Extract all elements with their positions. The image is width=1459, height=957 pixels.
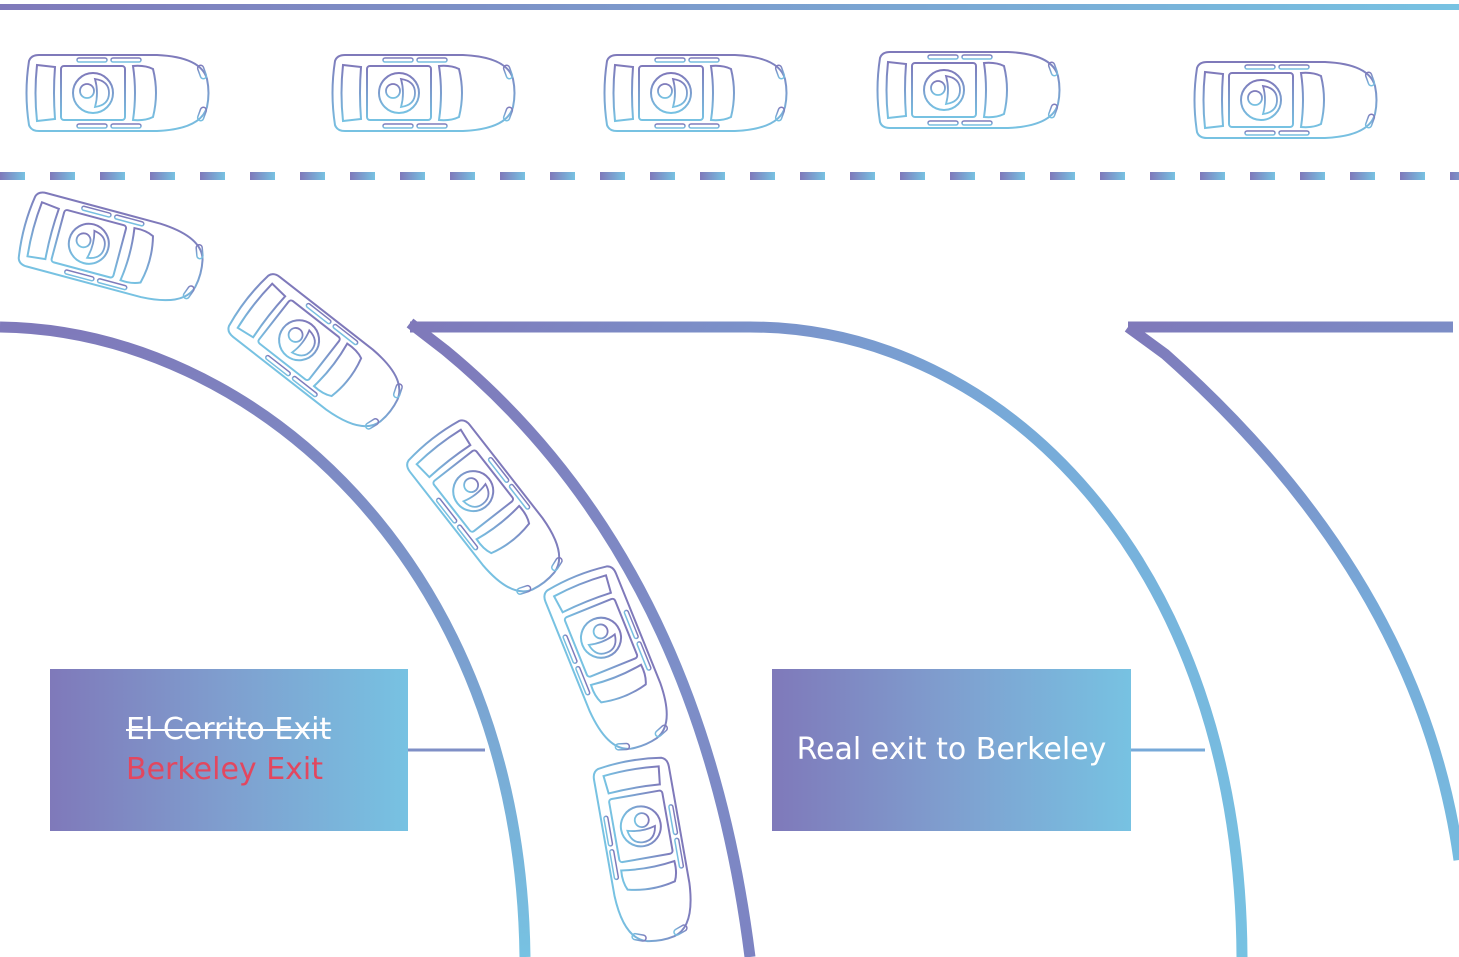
real-exit-ramp-edge xyxy=(1124,321,1459,861)
car-icon xyxy=(218,263,419,448)
highway-top-edge xyxy=(0,4,1459,10)
lane-dash xyxy=(1400,172,1425,180)
car-icon xyxy=(584,752,706,949)
exit-ramp-outer-edge-inner xyxy=(410,321,1248,957)
new-exit-label: Berkeley Exit xyxy=(126,752,324,787)
exit-sign-real: Real exit to Berkeley xyxy=(772,669,1131,831)
lane-dash xyxy=(1050,172,1075,180)
car-icon xyxy=(25,48,210,138)
lane-dash xyxy=(850,172,875,180)
lane-dash xyxy=(350,172,375,180)
lane-dash xyxy=(650,172,675,180)
highway-cars xyxy=(25,45,1378,145)
lane-dash xyxy=(100,172,125,180)
car-icon xyxy=(331,48,516,138)
lane-dash xyxy=(1000,172,1025,180)
exit-ramp-outer-edge xyxy=(406,318,756,957)
lane-divider-dashed xyxy=(0,172,1459,180)
exit-sign-el-cerrito: El Cerrito Exit Berkeley Exit xyxy=(50,669,408,831)
lane-dash xyxy=(50,172,75,180)
lane-dash xyxy=(150,172,175,180)
car-icon xyxy=(603,48,788,138)
car-icon xyxy=(876,45,1061,135)
lane-dash xyxy=(200,172,225,180)
lane-dash xyxy=(0,172,25,180)
lane-dash xyxy=(800,172,825,180)
lane-dash xyxy=(900,172,925,180)
exiting-cars xyxy=(12,183,706,949)
lane-dash xyxy=(950,172,975,180)
old-exit-label: El Cerrito Exit xyxy=(126,712,332,747)
lane-dash xyxy=(700,172,725,180)
lane-dash xyxy=(1300,172,1325,180)
car-icon xyxy=(12,183,213,318)
lane-dash xyxy=(1150,172,1175,180)
car-icon xyxy=(534,558,687,763)
lane-dash xyxy=(1200,172,1225,180)
lane-dash xyxy=(250,172,275,180)
lane-dash xyxy=(1350,172,1375,180)
lane-dash xyxy=(400,172,425,180)
lane-dash xyxy=(500,172,525,180)
lane-dash xyxy=(1250,172,1275,180)
real-exit-label: Real exit to Berkeley xyxy=(796,732,1107,767)
lane-dash xyxy=(1450,172,1459,180)
lane-dash xyxy=(600,172,625,180)
lane-dash xyxy=(450,172,475,180)
lane-dash xyxy=(1100,172,1125,180)
exit-ramp-inner-edge xyxy=(0,321,531,957)
lane-dash xyxy=(550,172,575,180)
lane-dash xyxy=(750,172,775,180)
lane-dash xyxy=(300,172,325,180)
car-icon xyxy=(1193,55,1378,145)
